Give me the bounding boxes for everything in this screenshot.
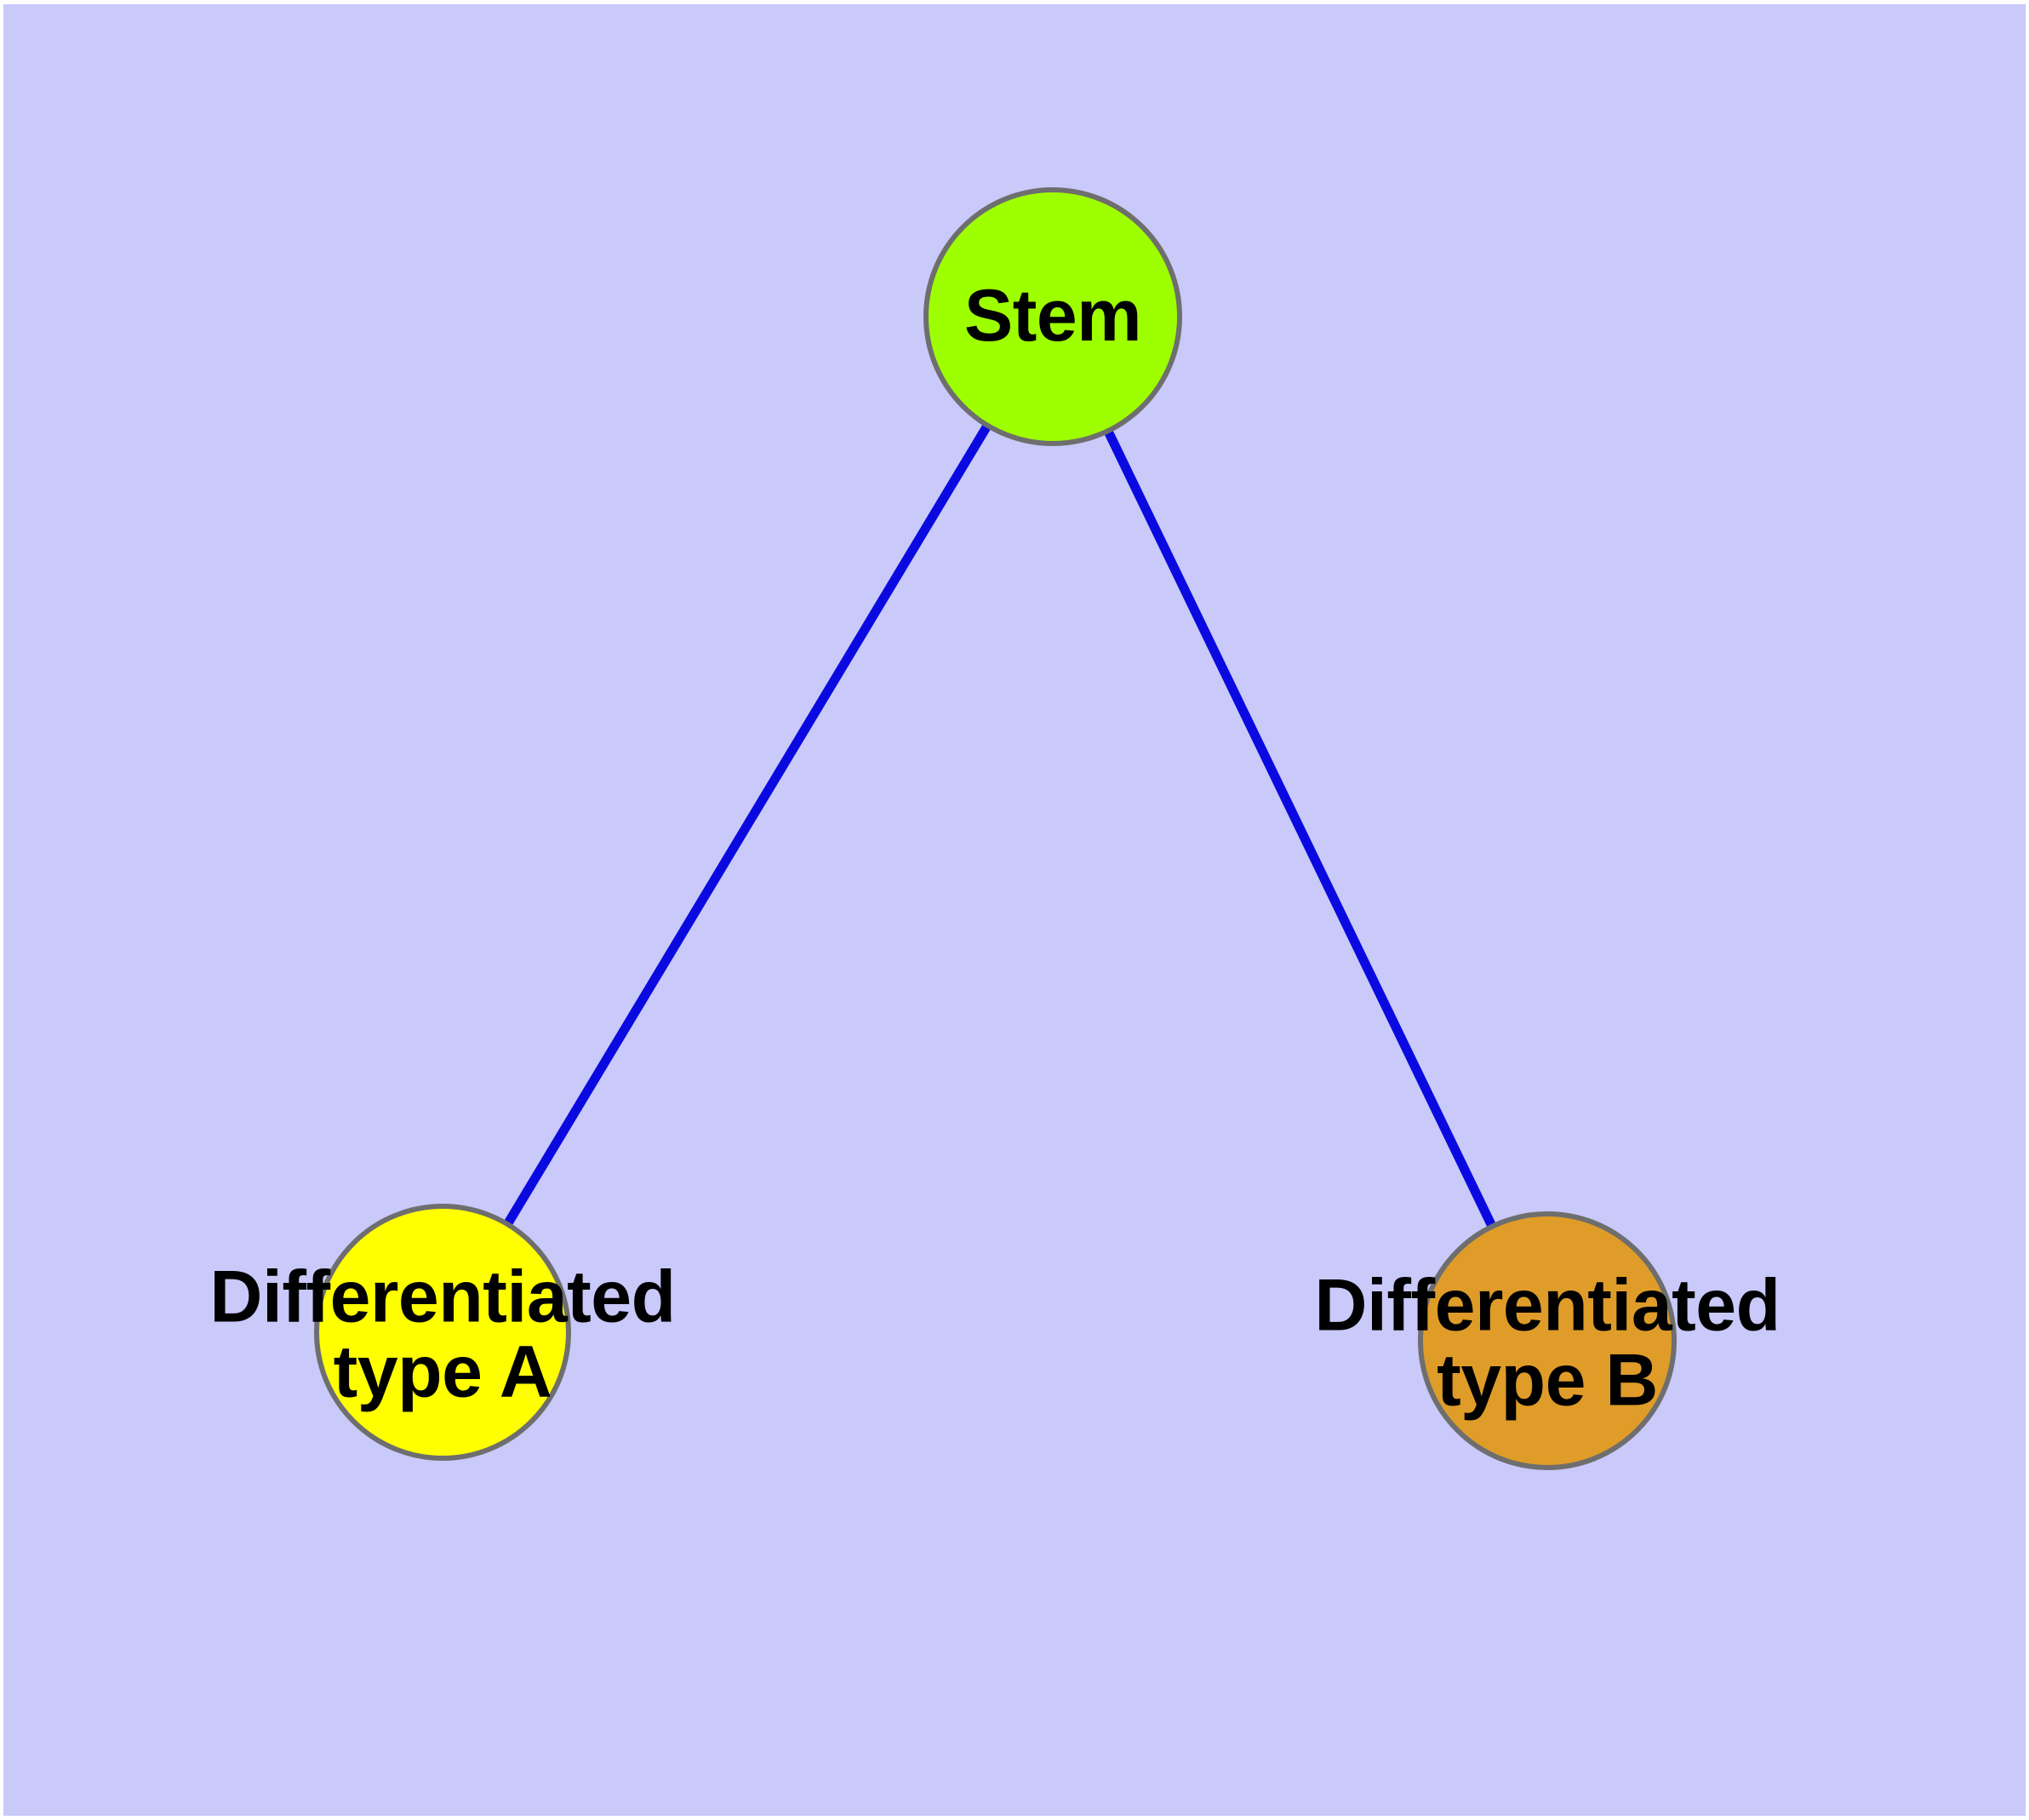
- node-diff-a[interactable]: [314, 1204, 571, 1461]
- edge-stem-to-diff-b: [1049, 314, 1552, 1343]
- node-diff-b[interactable]: [1418, 1211, 1677, 1470]
- node-stem[interactable]: [923, 187, 1182, 446]
- edge-stem-to-diff-a: [438, 314, 1057, 1335]
- edge-layer: [438, 314, 1552, 1343]
- node-layer: [314, 187, 1677, 1470]
